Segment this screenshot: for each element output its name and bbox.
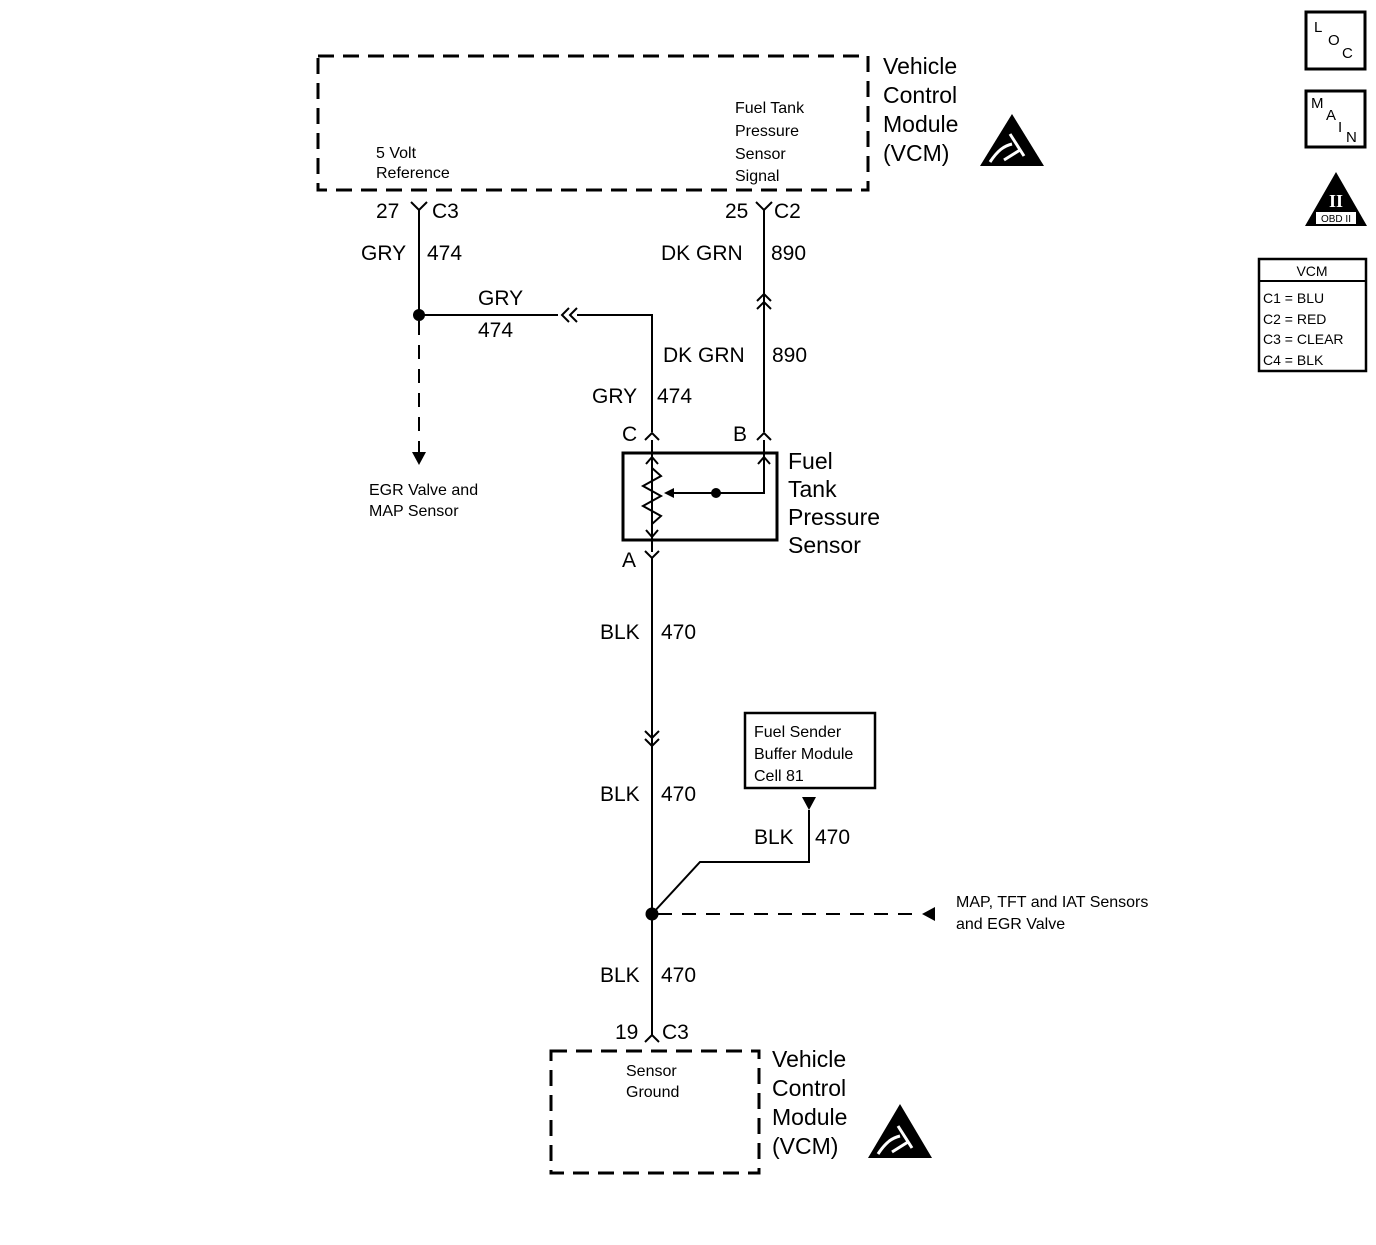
connector-25-c2: 25 C2 bbox=[725, 200, 801, 223]
svg-text:Module: Module bbox=[883, 111, 958, 137]
svg-text:Module: Module bbox=[772, 1104, 847, 1130]
map-note-2: and EGR Valve bbox=[956, 916, 1065, 933]
inline-connector-dkgrn bbox=[756, 292, 772, 310]
svg-text:A: A bbox=[622, 549, 636, 572]
svg-text:C: C bbox=[1342, 45, 1353, 62]
svg-text:C2 = RED: C2 = RED bbox=[1263, 311, 1326, 327]
potentiometer-icon bbox=[640, 440, 771, 552]
svg-text:Sensor: Sensor bbox=[788, 532, 861, 558]
vcm-top-title: Vehicle Control Module (VCM) bbox=[883, 53, 958, 166]
svg-text:27: 27 bbox=[376, 200, 399, 223]
svg-text:I: I bbox=[1338, 119, 1342, 136]
svg-text:(VCM): (VCM) bbox=[883, 140, 949, 166]
inline-connector-gry bbox=[560, 307, 578, 323]
svg-text:O: O bbox=[1328, 32, 1340, 49]
egr-note: EGR Valve and bbox=[369, 482, 478, 499]
dkgrn-color-label: DK GRN bbox=[661, 242, 743, 265]
svg-text:C2: C2 bbox=[774, 200, 801, 223]
egr-note-2: MAP Sensor bbox=[369, 503, 459, 520]
svg-text:Vehicle: Vehicle bbox=[772, 1046, 846, 1072]
blk-circuit-label-3: 470 bbox=[661, 964, 696, 987]
svg-text:C4 = BLK: C4 = BLK bbox=[1263, 352, 1324, 368]
pin-5v-reference-label-2: Reference bbox=[376, 165, 450, 182]
sensor-ground-label: Sensor bbox=[626, 1063, 677, 1080]
svg-text:N: N bbox=[1346, 129, 1357, 146]
svg-text:(VCM): (VCM) bbox=[772, 1133, 838, 1159]
gry-color-label-horizontal: GRY bbox=[478, 287, 523, 310]
blk-color-label-1: BLK bbox=[600, 621, 640, 644]
vcm-top-esd-icon bbox=[980, 114, 1044, 166]
svg-text:II: II bbox=[1329, 191, 1343, 211]
connector-19-c3: 19 C3 bbox=[615, 1021, 689, 1044]
svg-text:VCM: VCM bbox=[1296, 263, 1327, 279]
svg-text:M: M bbox=[1311, 95, 1324, 112]
pin-5v-reference-label: 5 Volt bbox=[376, 145, 417, 162]
svg-text:C: C bbox=[622, 423, 637, 446]
svg-text:C3 = CLEAR: C3 = CLEAR bbox=[1263, 331, 1344, 347]
gry-circuit-label-horizontal: 474 bbox=[478, 319, 513, 342]
vcm-bottom-esd-icon bbox=[868, 1104, 932, 1158]
buffer-module-label-2: Buffer Module bbox=[754, 746, 853, 763]
svg-text:C3: C3 bbox=[432, 200, 459, 223]
vcm-connector-table: VCM C1 = BLU C2 = RED C3 = CLEAR C4 = BL… bbox=[1257, 257, 1368, 373]
svg-text:Vehicle: Vehicle bbox=[883, 53, 957, 79]
main-icon: M A I N bbox=[1304, 89, 1367, 149]
egr-arrow-icon bbox=[412, 452, 426, 465]
vcm-bottom-title: Vehicle Control Module (VCM) bbox=[772, 1046, 847, 1159]
splice-blk bbox=[645, 907, 659, 921]
gry-circuit-label: 474 bbox=[427, 242, 462, 265]
svg-text:Pressure: Pressure bbox=[788, 504, 880, 530]
dkgrn-color-label-lower: DK GRN bbox=[663, 344, 745, 367]
svg-text:Control: Control bbox=[883, 82, 957, 108]
obd-ii-icon: II OBD II bbox=[1305, 172, 1367, 226]
sensor-pin-c: C bbox=[622, 423, 660, 446]
pin-signal-label-4: Signal bbox=[735, 168, 779, 185]
gry-circuit-label-lower: 474 bbox=[657, 385, 692, 408]
blk-circuit-label-1: 470 bbox=[661, 621, 696, 644]
svg-text:19: 19 bbox=[615, 1021, 638, 1044]
pin-signal-label-2: Pressure bbox=[735, 123, 799, 140]
gry-color-label: GRY bbox=[361, 242, 406, 265]
gry-wire-to-sensor bbox=[577, 314, 653, 432]
sensor-pin-b: B bbox=[733, 423, 772, 446]
connector-27-c3: 27 C3 bbox=[376, 200, 459, 223]
gry-color-label-lower: GRY bbox=[592, 385, 637, 408]
svg-text:Control: Control bbox=[772, 1075, 846, 1101]
svg-text:Fuel: Fuel bbox=[788, 448, 833, 474]
blk-color-label-buffer: BLK bbox=[754, 826, 794, 849]
svg-text:C3: C3 bbox=[662, 1021, 689, 1044]
map-note: MAP, TFT and IAT Sensors bbox=[956, 894, 1148, 911]
buffer-blk-wire bbox=[651, 810, 810, 915]
sensor-title: Fuel Tank Pressure Sensor bbox=[788, 448, 880, 558]
svg-text:OBD II: OBD II bbox=[1321, 214, 1351, 225]
pin-signal-label: Fuel Tank bbox=[735, 100, 805, 117]
pin-signal-label-3: Sensor bbox=[735, 146, 786, 163]
dkgrn-circuit-label-lower: 890 bbox=[772, 344, 807, 367]
loc-icon: L O C bbox=[1304, 10, 1367, 71]
blk-circuit-label-2: 470 bbox=[661, 783, 696, 806]
blk-circuit-label-buffer: 470 bbox=[815, 826, 850, 849]
sensor-pin-a: A bbox=[622, 549, 660, 572]
fuel-sender-buffer-module-box bbox=[743, 711, 877, 790]
buffer-arrow-icon bbox=[802, 797, 816, 810]
svg-text:L: L bbox=[1314, 19, 1322, 36]
svg-text:Tank: Tank bbox=[788, 476, 837, 502]
fuel-tank-pressure-sensor-box bbox=[621, 451, 779, 542]
sensor-ground-label-2: Ground bbox=[626, 1084, 679, 1101]
blk-color-label-3: BLK bbox=[600, 964, 640, 987]
svg-text:B: B bbox=[733, 423, 747, 446]
buffer-module-label: Fuel Sender bbox=[754, 724, 842, 741]
svg-text:C1 = BLU: C1 = BLU bbox=[1263, 290, 1324, 306]
dkgrn-circuit-label: 890 bbox=[771, 242, 806, 265]
svg-text:25: 25 bbox=[725, 200, 748, 223]
blk-color-label-2: BLK bbox=[600, 783, 640, 806]
buffer-module-label-3: Cell 81 bbox=[754, 768, 804, 785]
vcm-bottom-box bbox=[549, 1049, 761, 1175]
map-arrow-icon bbox=[922, 907, 935, 921]
vcm-top-box bbox=[316, 54, 870, 192]
svg-text:A: A bbox=[1326, 107, 1336, 124]
inline-connector-blk bbox=[644, 730, 660, 748]
